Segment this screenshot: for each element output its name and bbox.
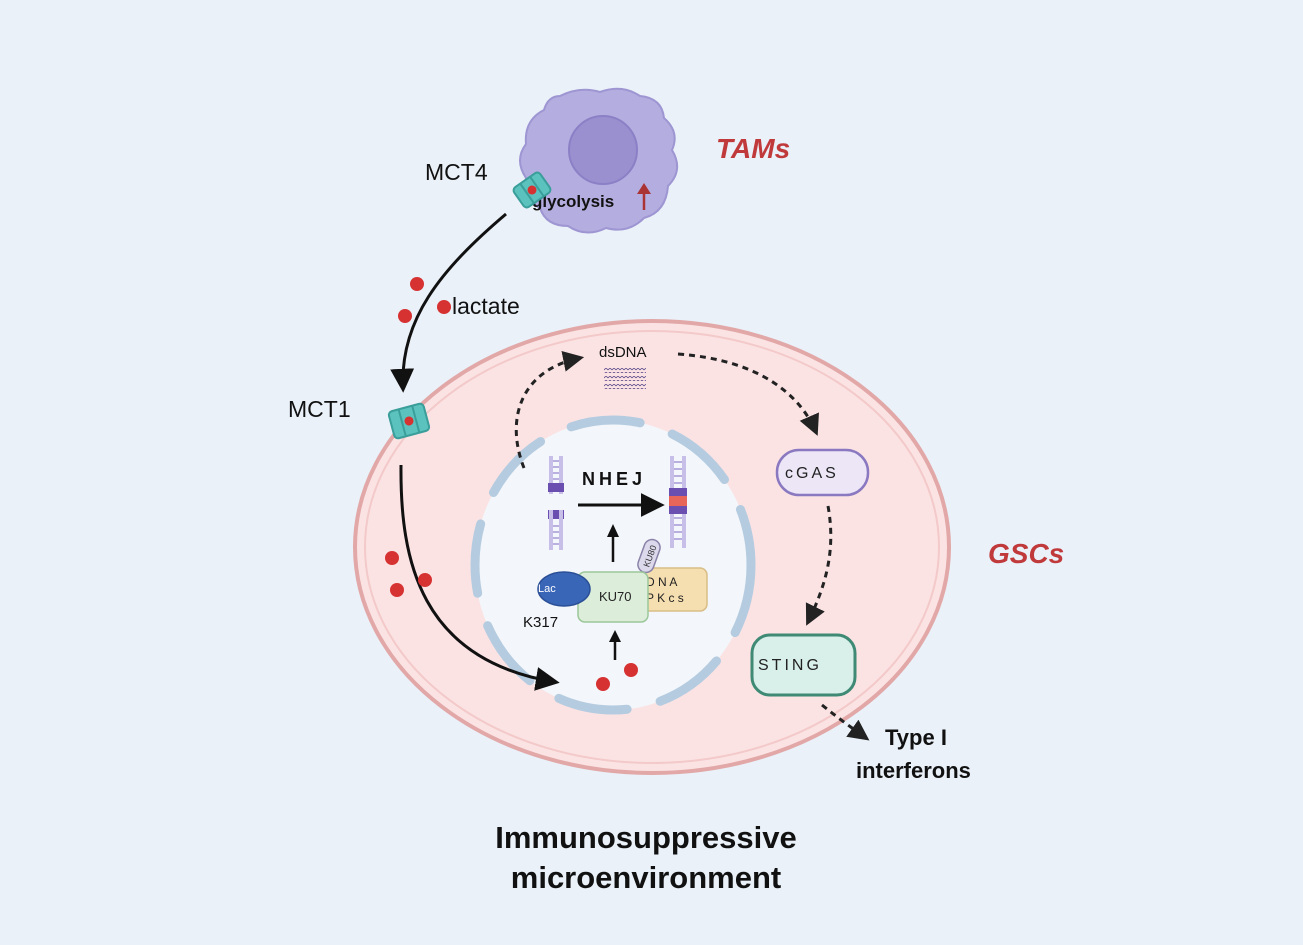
glycolysis-label: glycolysis [532,192,614,211]
dsdna-to-cgas-arrow [677,352,819,436]
cgas-box [775,448,870,497]
lactate-transport-arrow [390,212,507,393]
lactate-molecule [398,309,412,323]
nuclear-envelope [470,415,756,715]
cgas-to-sting-arrow [805,505,833,626]
lactate-molecule [418,573,432,587]
caption-line1: Immunosuppressive [495,820,796,855]
mct4-transporter-icon [512,171,552,209]
lactate-molecule [596,677,610,691]
lac-label: Lac [538,583,556,595]
interferons-label: interferons [856,758,971,783]
dsdna-label: dsDNA [599,344,647,361]
glycolysis-up-arrow [637,183,651,210]
lactate-molecule [385,551,399,565]
mct4-label: MCT4 [425,159,488,185]
mct1-label: MCT1 [288,396,351,422]
dnapkcs-label-line1: D N A [646,575,677,589]
lactylation-arrow [609,630,621,660]
broken-dna-icon [548,456,564,550]
repair-promotion-arrow [607,524,619,562]
type-i-label: Type I [885,725,947,750]
lac-modification [537,571,591,607]
repaired-dna-icon [669,456,687,548]
cgas-label: cGAS [785,465,839,482]
sting-label: STING [758,657,822,674]
dsdna-fragment-icon [604,368,646,389]
ku70-label: KU70 [599,589,632,604]
gsc-cell-membrane-inner [364,330,940,764]
lactate-label: lactate [452,293,520,319]
sting-to-ifn-arrow [821,703,870,741]
lactate-molecule [410,277,424,291]
gsc-label: GSCs [988,538,1064,569]
k317-label: K317 [523,614,558,631]
tam-label: TAMs [716,133,790,164]
caption-line2: microenvironment [511,860,781,895]
nhej-label: NHEJ [582,469,646,489]
tam-nucleus [568,115,638,185]
dsdna-release-arrow [514,351,585,469]
sting-box [750,633,857,697]
lactate-import-arrow [399,464,560,691]
tam-cell [519,87,679,234]
lactate-molecule [624,663,638,677]
lactate-molecule [437,300,451,314]
dnapkcs-label-line2: P K c s [646,591,684,605]
lactate-molecule [390,583,404,597]
mct1-transporter-icon [387,402,431,440]
nucleus [470,415,756,715]
